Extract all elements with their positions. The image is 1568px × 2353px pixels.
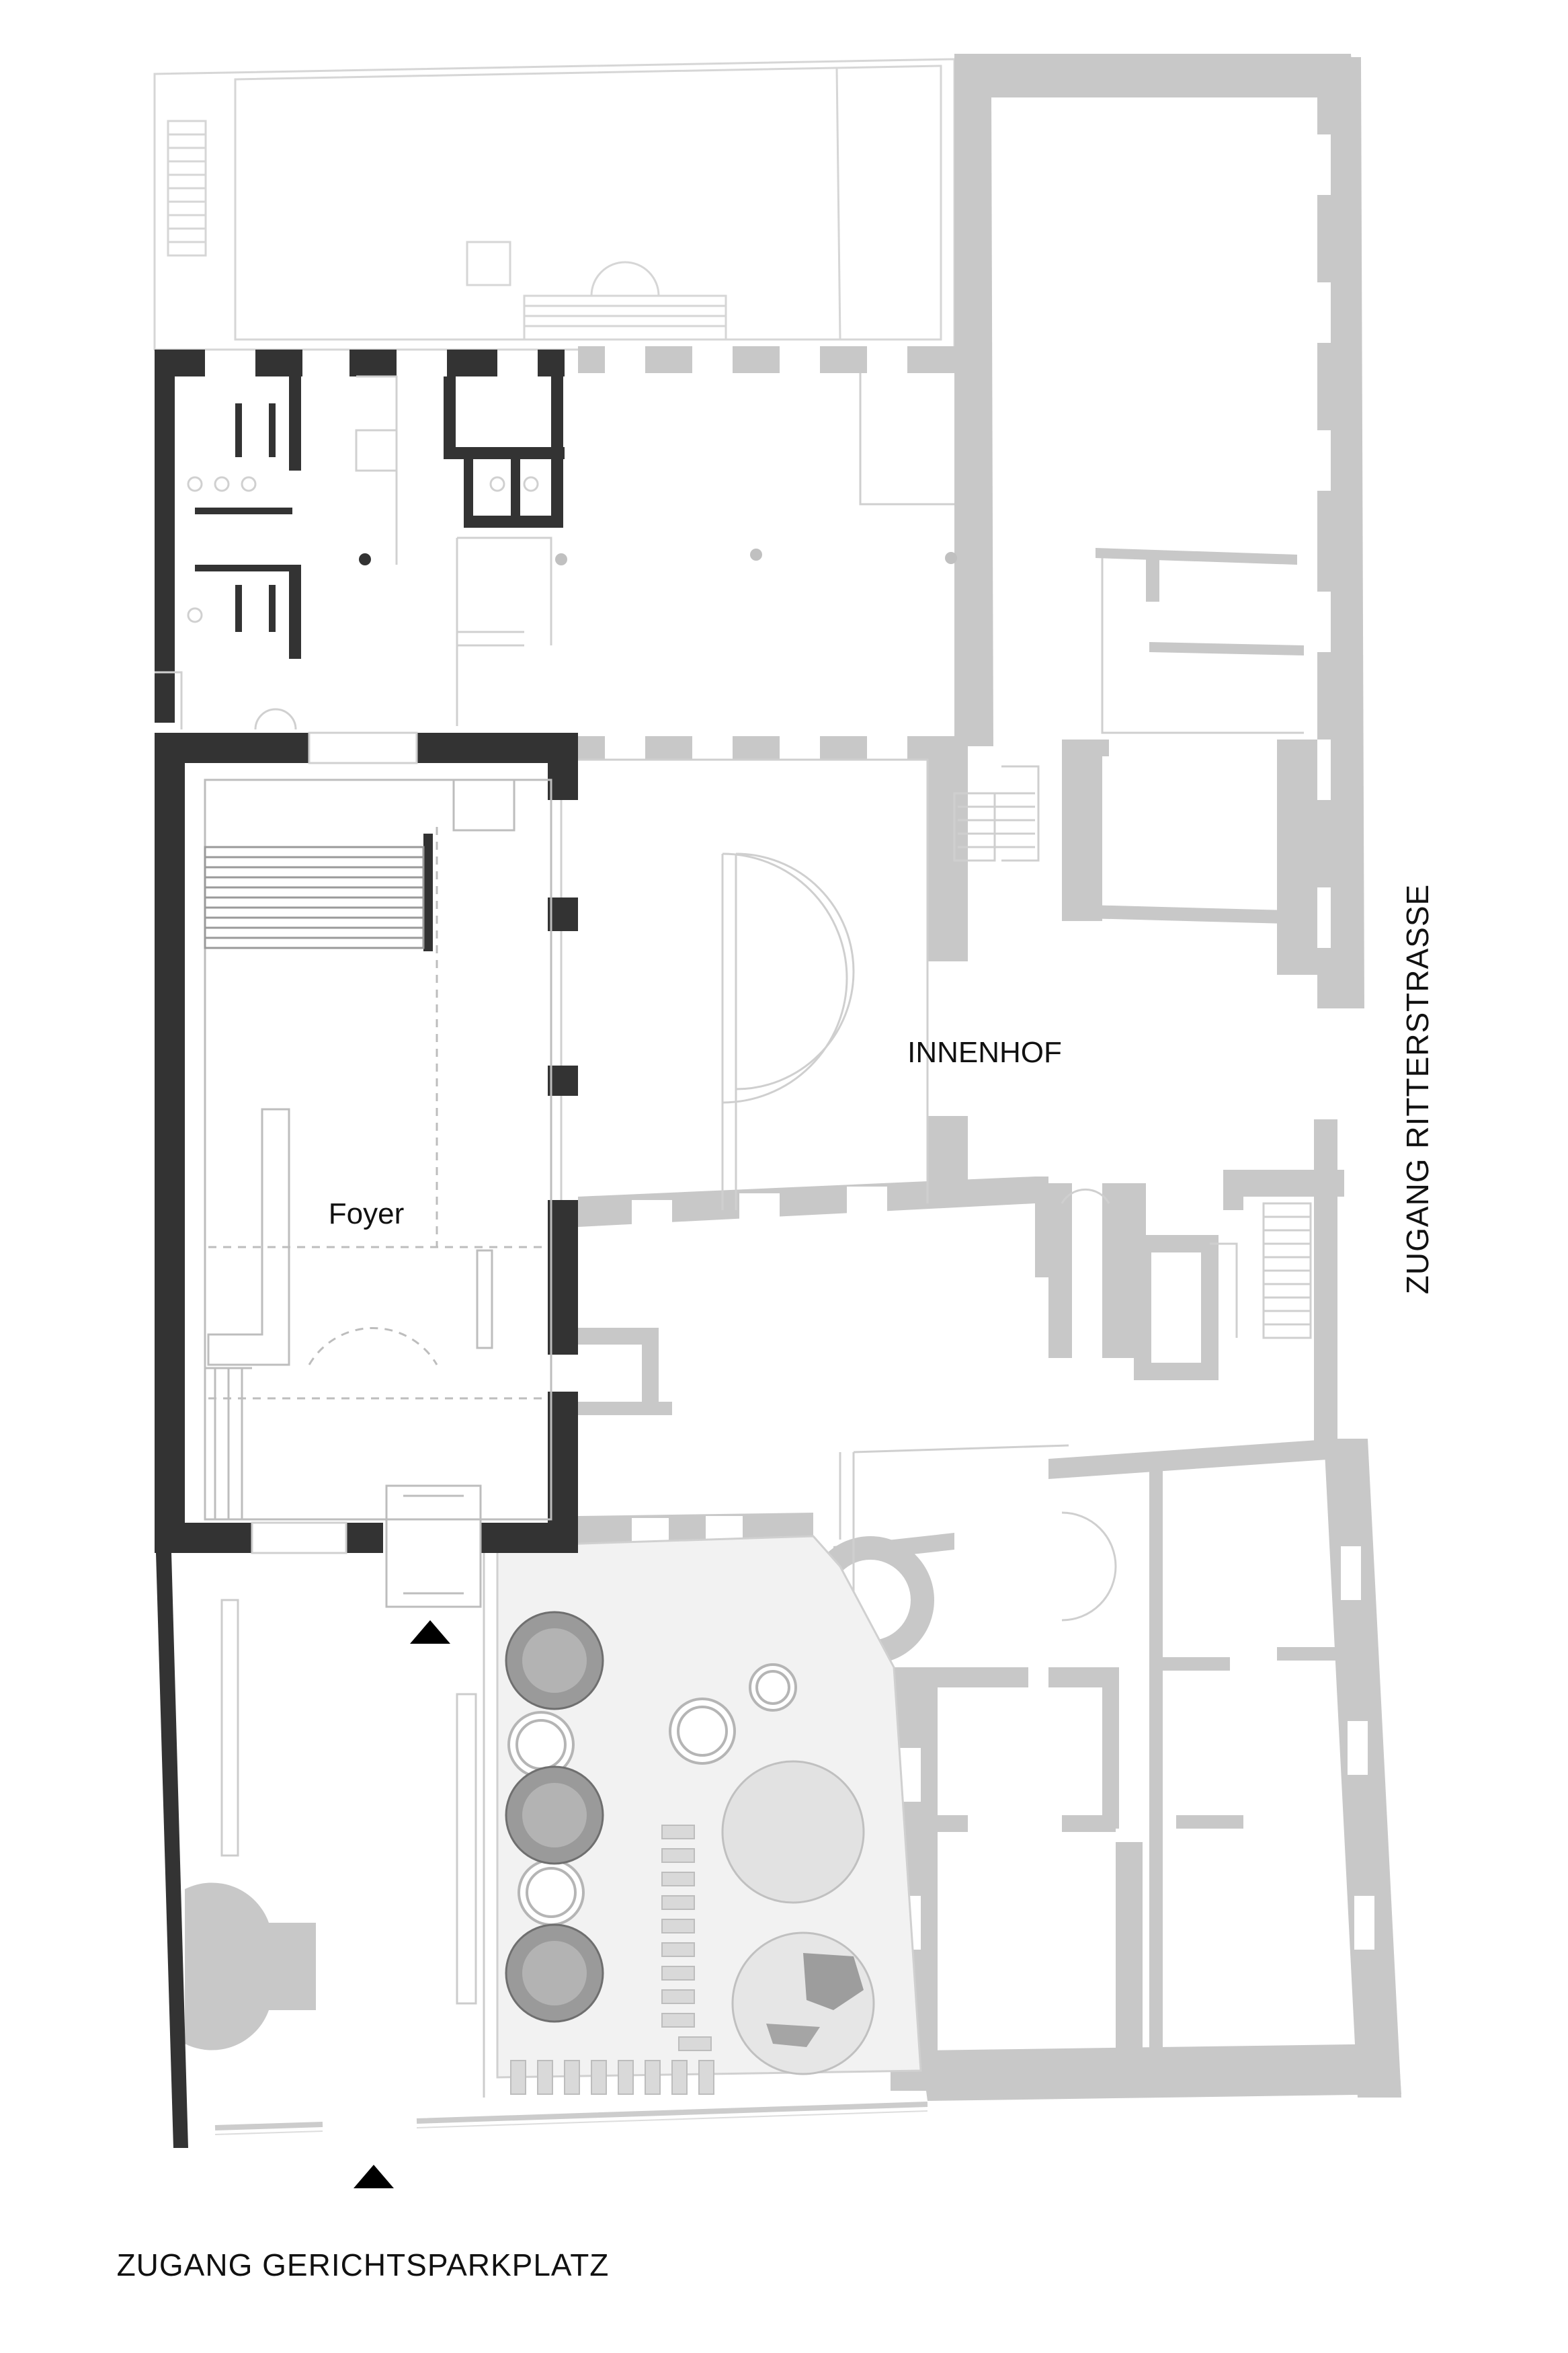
column-dots	[359, 549, 957, 565]
foyer-south-wall-c	[481, 1523, 578, 1553]
east-stair	[1262, 1202, 1312, 1339]
room-label-innenhof: INNENHOF	[907, 1036, 1062, 1069]
foyer-north-wall-a	[155, 733, 309, 763]
planter-ring	[518, 1859, 585, 1926]
new-building	[155, 350, 578, 2148]
planter-rings	[507, 1663, 797, 1926]
foyer-door-vestibule	[385, 1484, 482, 1608]
entry-marker-parking-icon	[354, 2165, 394, 2188]
planter-ring	[669, 1698, 736, 1765]
sculpture-stone-2	[766, 2024, 820, 2047]
garden-bench-east	[456, 1693, 477, 2005]
foyer-east-wall-d	[548, 1200, 578, 1355]
garden-courtyard	[214, 1535, 928, 2135]
new-building-lines	[155, 375, 563, 1608]
courtyard-south-wall	[578, 1176, 1035, 1227]
courtyard-east-wall-a	[927, 746, 968, 961]
stepping-stones	[510, 1825, 714, 2095]
garden-pavilion	[185, 1882, 316, 2050]
north-range-north-wall	[578, 346, 954, 373]
foyer-stair	[204, 846, 425, 949]
north-wing-outline	[153, 58, 956, 351]
trees	[505, 1611, 604, 2023]
existing-building-lines	[578, 373, 1312, 2050]
foyer-south-wall-a	[155, 1523, 252, 1553]
garden-bench-west	[220, 1599, 239, 1857]
north-wing-steps	[524, 305, 726, 327]
foyer-west-wall	[155, 733, 185, 1553]
east-wing-west-wall	[954, 94, 993, 746]
foyer-east-wall-b	[548, 898, 578, 931]
garden-west-wall	[156, 1553, 188, 2148]
foyer-east-wall-c	[548, 1066, 578, 1096]
entry-marker-foyer-icon	[410, 1620, 450, 1644]
toilet-block-west-wall	[155, 350, 175, 723]
access-label-ritterstrasse: ZUGANG RITTERSTRASSE	[1400, 884, 1435, 1294]
north-stair	[958, 792, 1035, 848]
foyer-south-wall-b	[346, 1523, 383, 1553]
lawn-circle-south	[731, 1931, 875, 2075]
reception-counter	[207, 1108, 290, 1366]
room-label-foyer: Foyer	[329, 1197, 404, 1230]
east-wing-north-wall	[954, 54, 1354, 97]
foyer-east-wall-a	[548, 733, 578, 800]
sculpture-stone-1	[803, 1953, 864, 2010]
south-building-south-wall	[921, 2044, 1401, 2101]
north-range-south-wall	[578, 736, 961, 760]
south-fence	[214, 2102, 928, 2130]
lawn-circle-north	[721, 1760, 865, 1904]
east-wing-east-wall	[1317, 57, 1364, 1008]
access-label-gerichtsparkplatz: ZUGANG GERICHTSPARKPLATZ	[117, 2247, 610, 2282]
north-wing-stair	[167, 120, 207, 257]
foyer-side-steps	[205, 1367, 252, 1519]
